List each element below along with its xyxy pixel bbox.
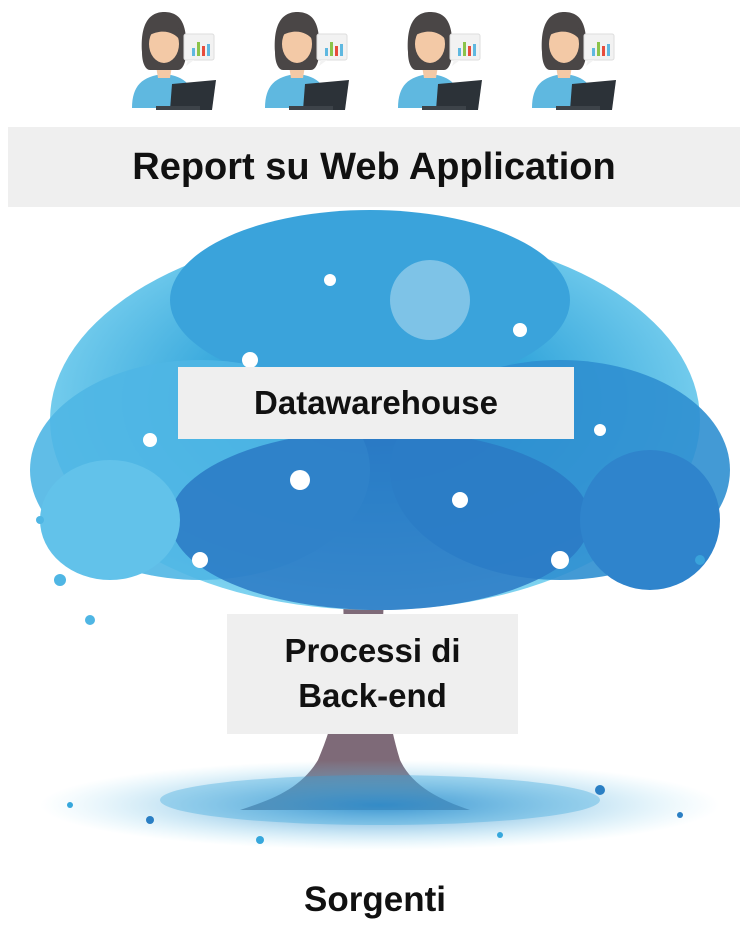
report-layer-text: Report su Web Application — [132, 145, 616, 188]
user-with-chart-icon — [398, 12, 482, 110]
backend-layer-text-line1: Processi di — [284, 632, 461, 670]
user-with-chart-icon — [132, 12, 216, 110]
sources-layer-label: Sorgenti — [304, 880, 446, 919]
ground-splatter — [40, 760, 720, 850]
datawarehouse-layer-label: Datawarehouse — [178, 367, 574, 439]
user-with-chart-icon — [532, 12, 616, 110]
report-layer-label: Report su Web Application — [8, 127, 740, 207]
backend-layer-text-line2: Back-end — [298, 677, 447, 714]
user-with-chart-icon — [265, 12, 349, 110]
backend-layer-label: Processi di Back-end — [227, 614, 518, 734]
tree-illustration — [30, 210, 730, 850]
users-row — [0, 0, 750, 120]
datawarehouse-layer-text: Datawarehouse — [254, 384, 498, 421]
